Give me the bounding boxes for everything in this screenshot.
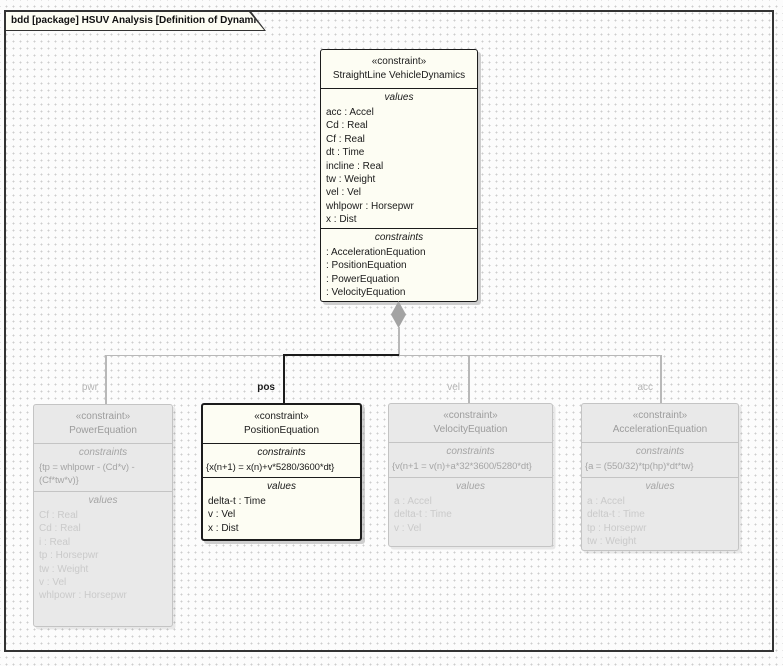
value-item: v : Vel: [208, 509, 236, 521]
compartment-label: values: [267, 481, 296, 492]
compartment-label: constraints: [446, 446, 495, 457]
value-item: dt : Time: [326, 147, 365, 159]
block-name: StraightLine VehicleDynamics: [332, 70, 466, 81]
compartment-label: values: [645, 481, 675, 492]
value-item: delta-t : Time: [394, 509, 452, 521]
connector-vel[interactable]: [468, 355, 470, 404]
composition-diamond-icon[interactable]: [391, 301, 406, 328]
block-title: «constraint» VelocityEquation: [389, 404, 552, 437]
equation-lines: {tp = whlpowr - (Cd*v) - (Cf*tw*v)}: [34, 460, 172, 488]
block-name: AccelerationEquation: [612, 424, 708, 435]
equation-line: {tp = whlpowr - (Cd*v) -: [39, 462, 135, 473]
connector-stem[interactable]: [398, 327, 400, 355]
block-name: PowerEquation: [69, 425, 137, 436]
compartment-label: values: [456, 481, 485, 492]
value-item: Cd : Real: [39, 523, 81, 535]
block-title: «constraint» PowerEquation: [34, 405, 172, 438]
constraint-item: : AccelerationEquation: [326, 247, 426, 258]
compartment-label: constraints: [257, 447, 306, 458]
stereotype-label: «constraint»: [632, 410, 688, 421]
block-power-equation[interactable]: «constraint» PowerEquation constraints {…: [33, 404, 173, 627]
connector-pos-horizontal[interactable]: [283, 354, 399, 356]
compartment-label: values: [384, 92, 414, 103]
constraint-item: : PositionEquation: [326, 260, 407, 272]
value-item: tw : Weight: [326, 174, 376, 186]
diagram-frame-tab: bdd [package] HSUV Analysis [Definition …: [4, 10, 266, 31]
value-item: Cd : Real: [326, 120, 368, 132]
value-item: v : Vel: [394, 522, 422, 534]
connector-pos[interactable]: [282, 354, 285, 403]
value-item: a : Accel: [394, 496, 432, 507]
compartment-label: constraints: [374, 232, 424, 243]
connector-label-pos[interactable]: pos: [257, 382, 275, 393]
value-item: tw : Weight: [39, 563, 89, 575]
compartment-label: values: [88, 495, 118, 506]
stereotype-label: «constraint»: [254, 411, 309, 422]
equation-lines: {v(n+1 = v(n)+a*32*3600/5280*dt}: [389, 459, 552, 473]
value-item: i : Real: [39, 536, 71, 548]
value-item: vel : Vel: [326, 187, 362, 199]
equation-line: {x(n+1) = x(n)+v*5280/3600*dt}: [206, 462, 335, 473]
value-item: a : Accel: [587, 496, 625, 507]
equation-line: {a = (550/32)*tp(hp)*dt*tw}: [585, 461, 694, 472]
connector-label-acc[interactable]: acc: [637, 382, 653, 393]
diagram-frame: [4, 10, 774, 652]
block-title: «constraint» AccelerationEquation: [582, 404, 738, 437]
diagram-title: bdd [package] HSUV Analysis [Definition …: [6, 12, 264, 30]
value-item: whlpowr : Horsepwr: [326, 200, 414, 212]
value-item: acc : Accel: [326, 107, 374, 118]
value-item: whlpowr : Horsepwr: [39, 590, 127, 602]
value-item: delta-t : Time: [587, 509, 645, 521]
value-item: x : Dist: [208, 522, 239, 534]
value-item: x : Dist: [326, 214, 357, 226]
value-item: tp : Horsepwr: [39, 550, 99, 562]
value-item: v : Vel: [39, 577, 67, 589]
constraints-compartment: constraints {x(n+1) = x(n)+v*5280/3600*d…: [203, 443, 360, 477]
value-item: tp : Horsepwr: [587, 522, 647, 534]
connector-label-vel[interactable]: vel: [447, 382, 460, 393]
constraint-item: : VelocityEquation: [326, 287, 406, 299]
block-title: «constraint» StraightLine VehicleDynamic…: [321, 50, 477, 83]
stereotype-label: «constraint»: [443, 410, 498, 421]
value-item: Cf : Real: [39, 510, 78, 521]
equation-line: {v(n+1 = v(n)+a*32*3600/5280*dt}: [392, 461, 532, 472]
value-item: incline : Real: [326, 160, 384, 172]
compartment-label: constraints: [78, 447, 128, 458]
block-velocity-equation[interactable]: «constraint» VelocityEquation constraint…: [388, 403, 553, 547]
connector-acc[interactable]: [660, 355, 662, 404]
equation-line: (Cf*tw*v)}: [39, 475, 79, 487]
constraints-compartment: constraints {v(n+1 = v(n)+a*32*3600/5280…: [389, 442, 552, 477]
block-title: «constraint» PositionEquation: [203, 405, 360, 438]
constraints-compartment: constraints {tp = whlpowr - (Cd*v) - (Cf*…: [34, 443, 172, 491]
value-item: delta-t : Time: [208, 496, 266, 507]
value-item: tw : Weight: [587, 536, 637, 548]
connector-pwr[interactable]: [105, 355, 107, 404]
block-name: PositionEquation: [243, 425, 320, 436]
constraints-compartment: constraints : AccelerationEquation : Posi…: [321, 228, 477, 300]
constraint-item: : PowerEquation: [326, 273, 400, 285]
stereotype-label: «constraint»: [75, 411, 131, 422]
equation-lines: {a = (550/32)*tp(hp)*dt*tw}: [582, 459, 738, 473]
compartment-label: constraints: [635, 446, 685, 457]
constraints-compartment: constraints {a = (550/32)*tp(hp)*dt*tw}: [582, 442, 738, 477]
block-straightline-vehicle-dynamics[interactable]: «constraint» StraightLine VehicleDynamic…: [320, 49, 478, 302]
value-item: Cf : Real: [326, 133, 365, 145]
block-position-equation[interactable]: «constraint» PositionEquation constraint…: [201, 403, 362, 541]
block-name: VelocityEquation: [433, 424, 508, 435]
equation-lines: {x(n+1) = x(n)+v*5280/3600*dt}: [203, 460, 360, 474]
stereotype-label: «constraint»: [371, 56, 427, 67]
constraints-list: : AccelerationEquation : PositionEquation…: [321, 245, 477, 300]
connector-label-pwr[interactable]: pwr: [81, 382, 98, 393]
block-acceleration-equation[interactable]: «constraint» AccelerationEquation constr…: [581, 403, 739, 551]
